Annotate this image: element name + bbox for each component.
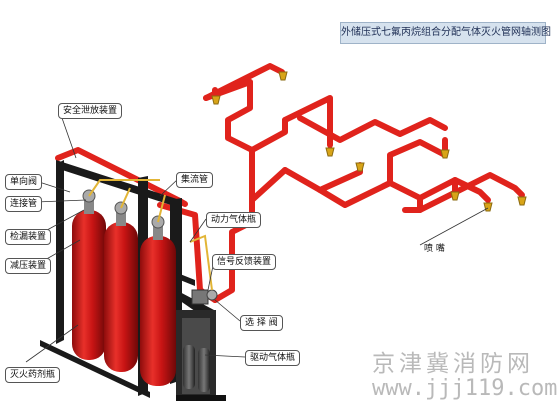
cylinder-2	[104, 201, 138, 372]
agent-cylinders	[72, 189, 176, 386]
nozzle-4	[440, 149, 450, 159]
label-detector: 检漏装置	[5, 229, 52, 245]
label-pressure-reducer: 减压装置	[5, 258, 52, 274]
label-connector-pipe: 连接管	[5, 196, 43, 212]
label-manifold: 集流管	[176, 172, 214, 188]
nozzle-2	[278, 71, 288, 81]
label-agent-cylinder: 灭火药剂瓶	[5, 367, 61, 383]
nozzle-7	[355, 162, 365, 172]
nozzle-8	[450, 191, 460, 201]
watermark-url: www.jjj119.com	[372, 376, 557, 401]
nozzles	[211, 71, 527, 212]
label-selector-valve: 选 择 阀	[240, 315, 283, 331]
watermark-text: 京津冀消防网	[372, 351, 534, 377]
label-safety-vent: 安全泄放装置	[58, 103, 123, 119]
label-nozzle: 喷 嘴	[424, 244, 445, 254]
nozzle-6	[517, 196, 527, 206]
cylinder-3	[140, 215, 176, 386]
pipe-network	[55, 63, 525, 303]
nozzle-3	[325, 147, 335, 157]
cylinder-1	[72, 189, 106, 360]
label-power-cylinder: 动力气体瓶	[206, 212, 262, 228]
drive-cylinders	[183, 289, 218, 392]
signal-lines	[88, 179, 213, 291]
label-check-valve: 单向阀	[5, 174, 43, 190]
nozzle-1	[211, 95, 221, 105]
label-drive-cylinder: 驱动气体瓶	[245, 350, 301, 366]
diagram-title: 外储压式七氟丙烷组合分配气体灭火管网轴测图	[340, 22, 551, 44]
label-signal-feedback: 信号反馈装置	[212, 254, 277, 270]
